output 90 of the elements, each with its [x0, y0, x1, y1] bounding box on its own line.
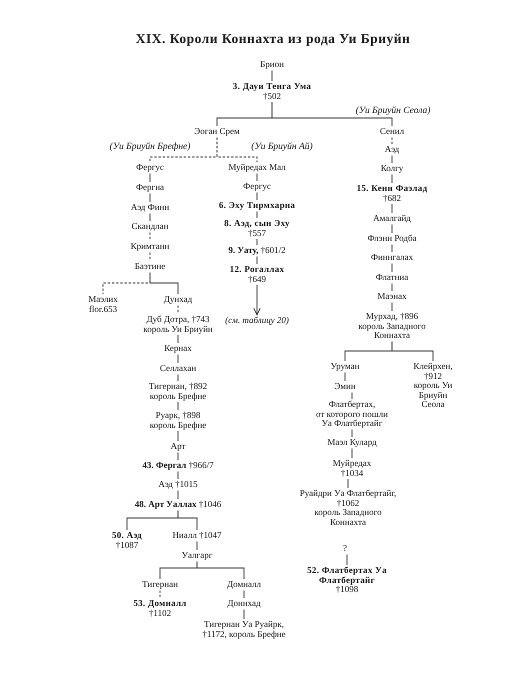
lineage-line	[178, 510, 198, 530]
entry-details: от которого пошли Уа Флатбертайг	[315, 410, 389, 428]
entry-details: король Западного Коннахта	[357, 322, 427, 340]
lineage-line	[344, 372, 346, 382]
entry-details: †1102	[148, 608, 172, 618]
genealogy-entry: Муйредах Мал	[228, 163, 286, 172]
entry-name: Дуб Дотра, †743	[146, 315, 210, 324]
genealogy-entry: Уруман	[330, 362, 360, 372]
entry-name: Руайдри Уа Флатбертайг,	[300, 489, 396, 498]
entry-details: †1098	[336, 585, 358, 594]
lineage-line	[256, 192, 258, 200]
genealogy-entry: Эмин	[334, 382, 356, 392]
lineage-line	[256, 256, 258, 264]
lineage-line	[346, 554, 348, 566]
genealogy-entry: Кернах	[164, 344, 192, 354]
branch-label: (Уи Бриуйн Сеола)	[356, 106, 430, 116]
entry-details: †682	[383, 194, 401, 203]
branch-label: (Уи Бриуйн Ай)	[251, 142, 313, 152]
entry-name: Тигернан, †892	[148, 382, 208, 392]
entry-name: 50. Аэд	[112, 531, 142, 540]
genealogy-entry: Уалгарг	[182, 551, 212, 560]
lineage-line	[256, 238, 258, 246]
entry-name: 15. Кенн Фаэлад	[356, 184, 428, 194]
arrow	[253, 284, 261, 316]
genealogy-entry: Доннхад	[227, 599, 261, 608]
entry-name: Мурхад, †896	[366, 312, 418, 322]
lineage-line	[272, 102, 392, 126]
cross-reference-note: (см. таблицу 20)	[225, 316, 289, 326]
lineage-line	[392, 341, 434, 362]
entry-name: Маэлих	[88, 295, 118, 304]
genealogy-entry: Скандлан	[132, 222, 168, 232]
genealogy-entry: Флатниа	[376, 273, 408, 282]
genealogy-entry: Кримтанн	[130, 242, 170, 252]
genealogy-entry: Фергус	[136, 163, 164, 172]
genealogy-entry: Маэнах	[377, 292, 407, 302]
entry-name: Тигернан Уа Руайрк,	[204, 620, 284, 630]
genealogy-entry: Амалгайд	[373, 214, 411, 224]
genealogy-entry: Дунхад	[164, 295, 192, 304]
genealogy-entry: Ниалл †1047	[172, 531, 222, 540]
entry-details: король Западного Коннахта	[313, 508, 383, 527]
genealogy-entry: Селлахан	[160, 364, 196, 374]
entry-details: †1172, король Брефне	[202, 630, 286, 639]
genealogy-entry: 43. Фергал †966/7	[142, 461, 214, 470]
genealogy-entry: Аэд †1015	[158, 480, 198, 490]
entry-details: †557	[248, 228, 266, 238]
entry-name: 3. Дауи Тенга Ума	[232, 82, 312, 92]
genealogy-entry: Финнгалах	[370, 253, 414, 262]
entry-details: flor.653	[88, 304, 118, 314]
lineage-line	[196, 561, 244, 580]
genealogy-entry: 6. Эху Тирмхарна	[218, 201, 296, 210]
genealogy-entry: 9. Уату, †601/2	[228, 246, 286, 256]
entry-name: 8. Аэд, сын Эху	[224, 219, 290, 228]
entry-details: король Брефне	[150, 420, 206, 430]
genealogy-entry: Флэнн Родба	[367, 234, 417, 244]
genealogy-entry: Эоган Срем	[194, 127, 240, 136]
entry-details: †649	[248, 274, 266, 284]
genealogy-entry: Баэтине	[134, 262, 166, 272]
genealogy-entry: Колгу	[380, 164, 404, 174]
entry-details: король Брефне	[150, 392, 206, 401]
genealogy-entry: Тигернан	[142, 580, 178, 590]
diagram-title: XIX. Короли Коннахта из рода Уи Бриуйн	[136, 31, 410, 46]
genealogy-entry: Брион	[260, 60, 284, 70]
lineage-line	[256, 211, 258, 218]
uncertain-descent-mark: ?	[343, 544, 347, 554]
entry-details: король Уи Бриуйн	[143, 324, 213, 334]
genealogy-entry: Аэд	[384, 145, 400, 154]
branch-label: (Уи Бриуйн Брефне)	[110, 142, 190, 152]
genealogy-entry: Аэд Финн	[130, 203, 170, 212]
entry-name: 53. Домналл	[133, 599, 187, 608]
entry-name: Муйредах	[332, 459, 372, 468]
genealogy-entry: Сенил	[380, 127, 404, 136]
entry-name: 52. Флатбертах Уа Флатбертайг	[306, 566, 388, 585]
entry-name: Флатбертах,	[328, 400, 376, 410]
entry-name: 12. Рогаллах	[230, 265, 284, 274]
genealogy-entry: 48. Арт Уаллах †1046	[134, 500, 222, 510]
genealogy-entry: Арт	[170, 442, 186, 452]
lineage-line	[150, 272, 178, 294]
genealogy-entry: Маэл Кулард	[327, 438, 377, 448]
entry-details: король Уи Бриуйн Сеола	[412, 381, 454, 410]
entry-name: Руарк, †898	[156, 411, 200, 420]
lineage-line	[196, 541, 198, 550]
genealogy-entry: Фергна	[136, 183, 164, 192]
entry-details: †1034	[340, 468, 364, 478]
entry-details: †1062	[336, 498, 360, 508]
entry-details: †502	[263, 92, 281, 101]
genealogy-entry: Фергус	[243, 182, 271, 192]
lineage-line	[216, 137, 258, 162]
genealogy-entry: Домналл	[226, 580, 262, 590]
lineage-line	[256, 173, 258, 182]
entry-details: †1087	[116, 540, 138, 550]
